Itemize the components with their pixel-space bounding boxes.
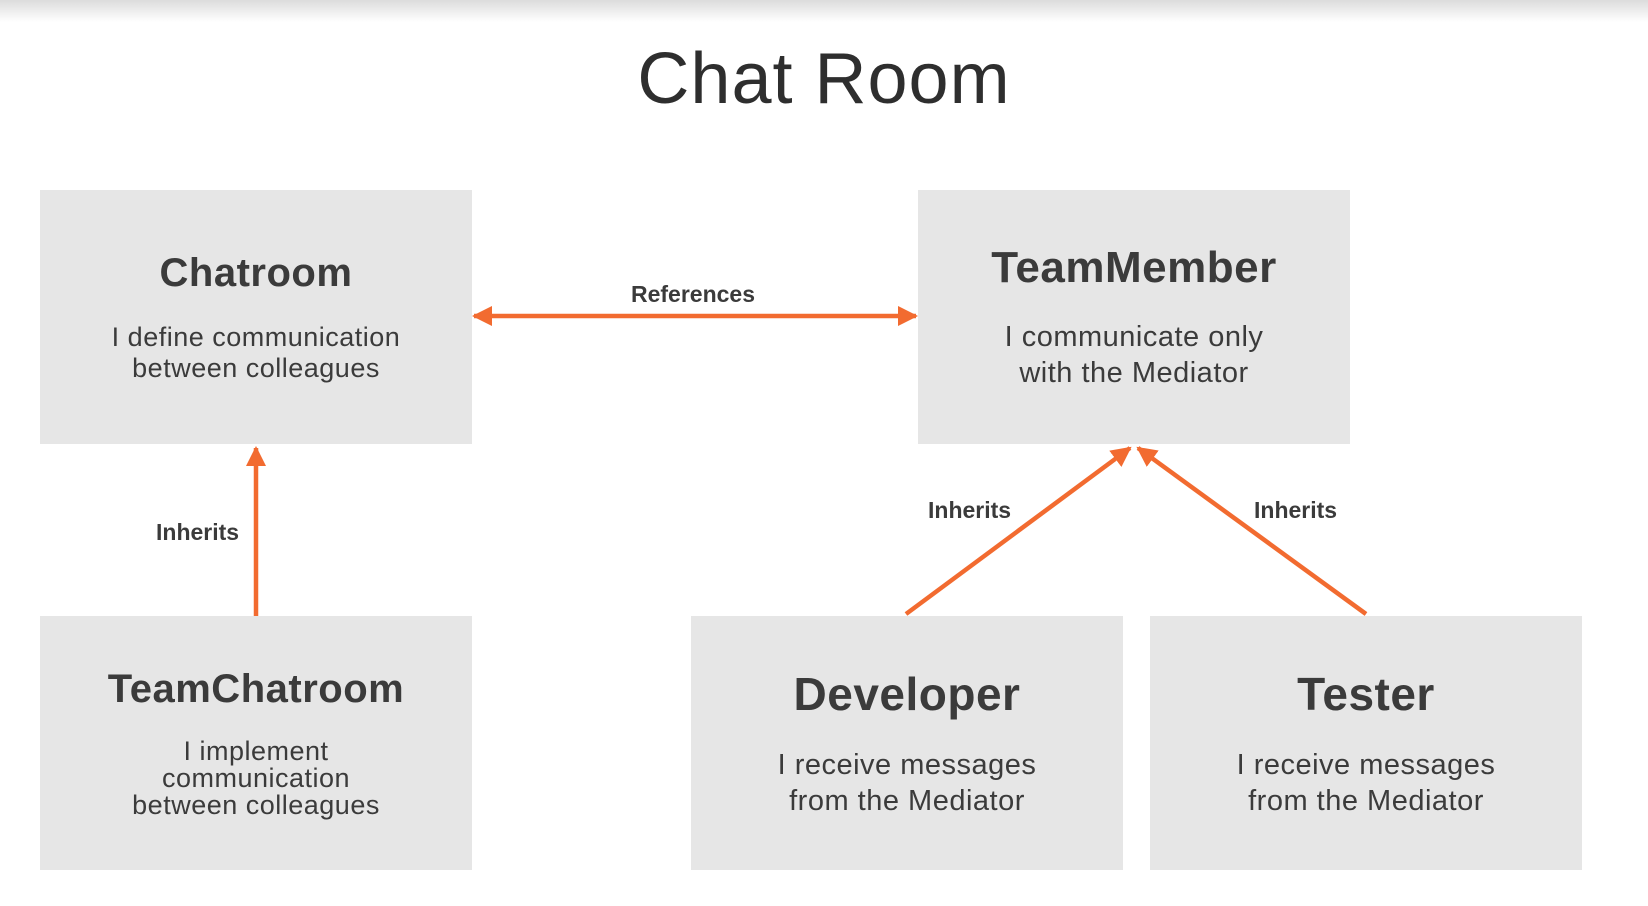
top-shade: [0, 0, 1648, 22]
developer-name: Developer: [793, 668, 1021, 720]
developer-box: Developer I receive messages from the Me…: [691, 616, 1123, 870]
inherits-label-tester: Inherits: [1254, 497, 1338, 523]
references-label: References: [631, 281, 756, 307]
tester-box: Tester I receive messages from the Media…: [1150, 616, 1582, 870]
chatroom-desc: I define communication between colleague…: [111, 321, 401, 383]
teamchatroom-name: TeamChatroom: [107, 667, 405, 711]
inherits-arrow-developer: [904, 446, 1132, 616]
teammember-name: TeamMember: [991, 243, 1277, 292]
tester-name: Tester: [1297, 668, 1435, 720]
chatroom-box: Chatroom I define communication between …: [40, 190, 472, 444]
inherits-arrow-tester: [1136, 446, 1368, 616]
inherits-label-developer: Inherits: [928, 497, 1012, 523]
teammember-desc: I communicate only with the Mediator: [1004, 321, 1264, 389]
teammember-box: TeamMember I communicate only with the M…: [918, 190, 1350, 444]
diagram-title: Chat Room: [637, 39, 1011, 119]
tester-desc: I receive messages from the Mediator: [1236, 749, 1496, 817]
inherits-label-teamchatroom: Inherits: [156, 519, 240, 545]
teamchatroom-box: TeamChatroom I implement communication b…: [40, 616, 472, 870]
chatroom-name: Chatroom: [159, 250, 353, 295]
developer-desc: I receive messages from the Mediator: [777, 749, 1037, 817]
teamchatroom-desc: I implement communication between collea…: [132, 736, 380, 820]
